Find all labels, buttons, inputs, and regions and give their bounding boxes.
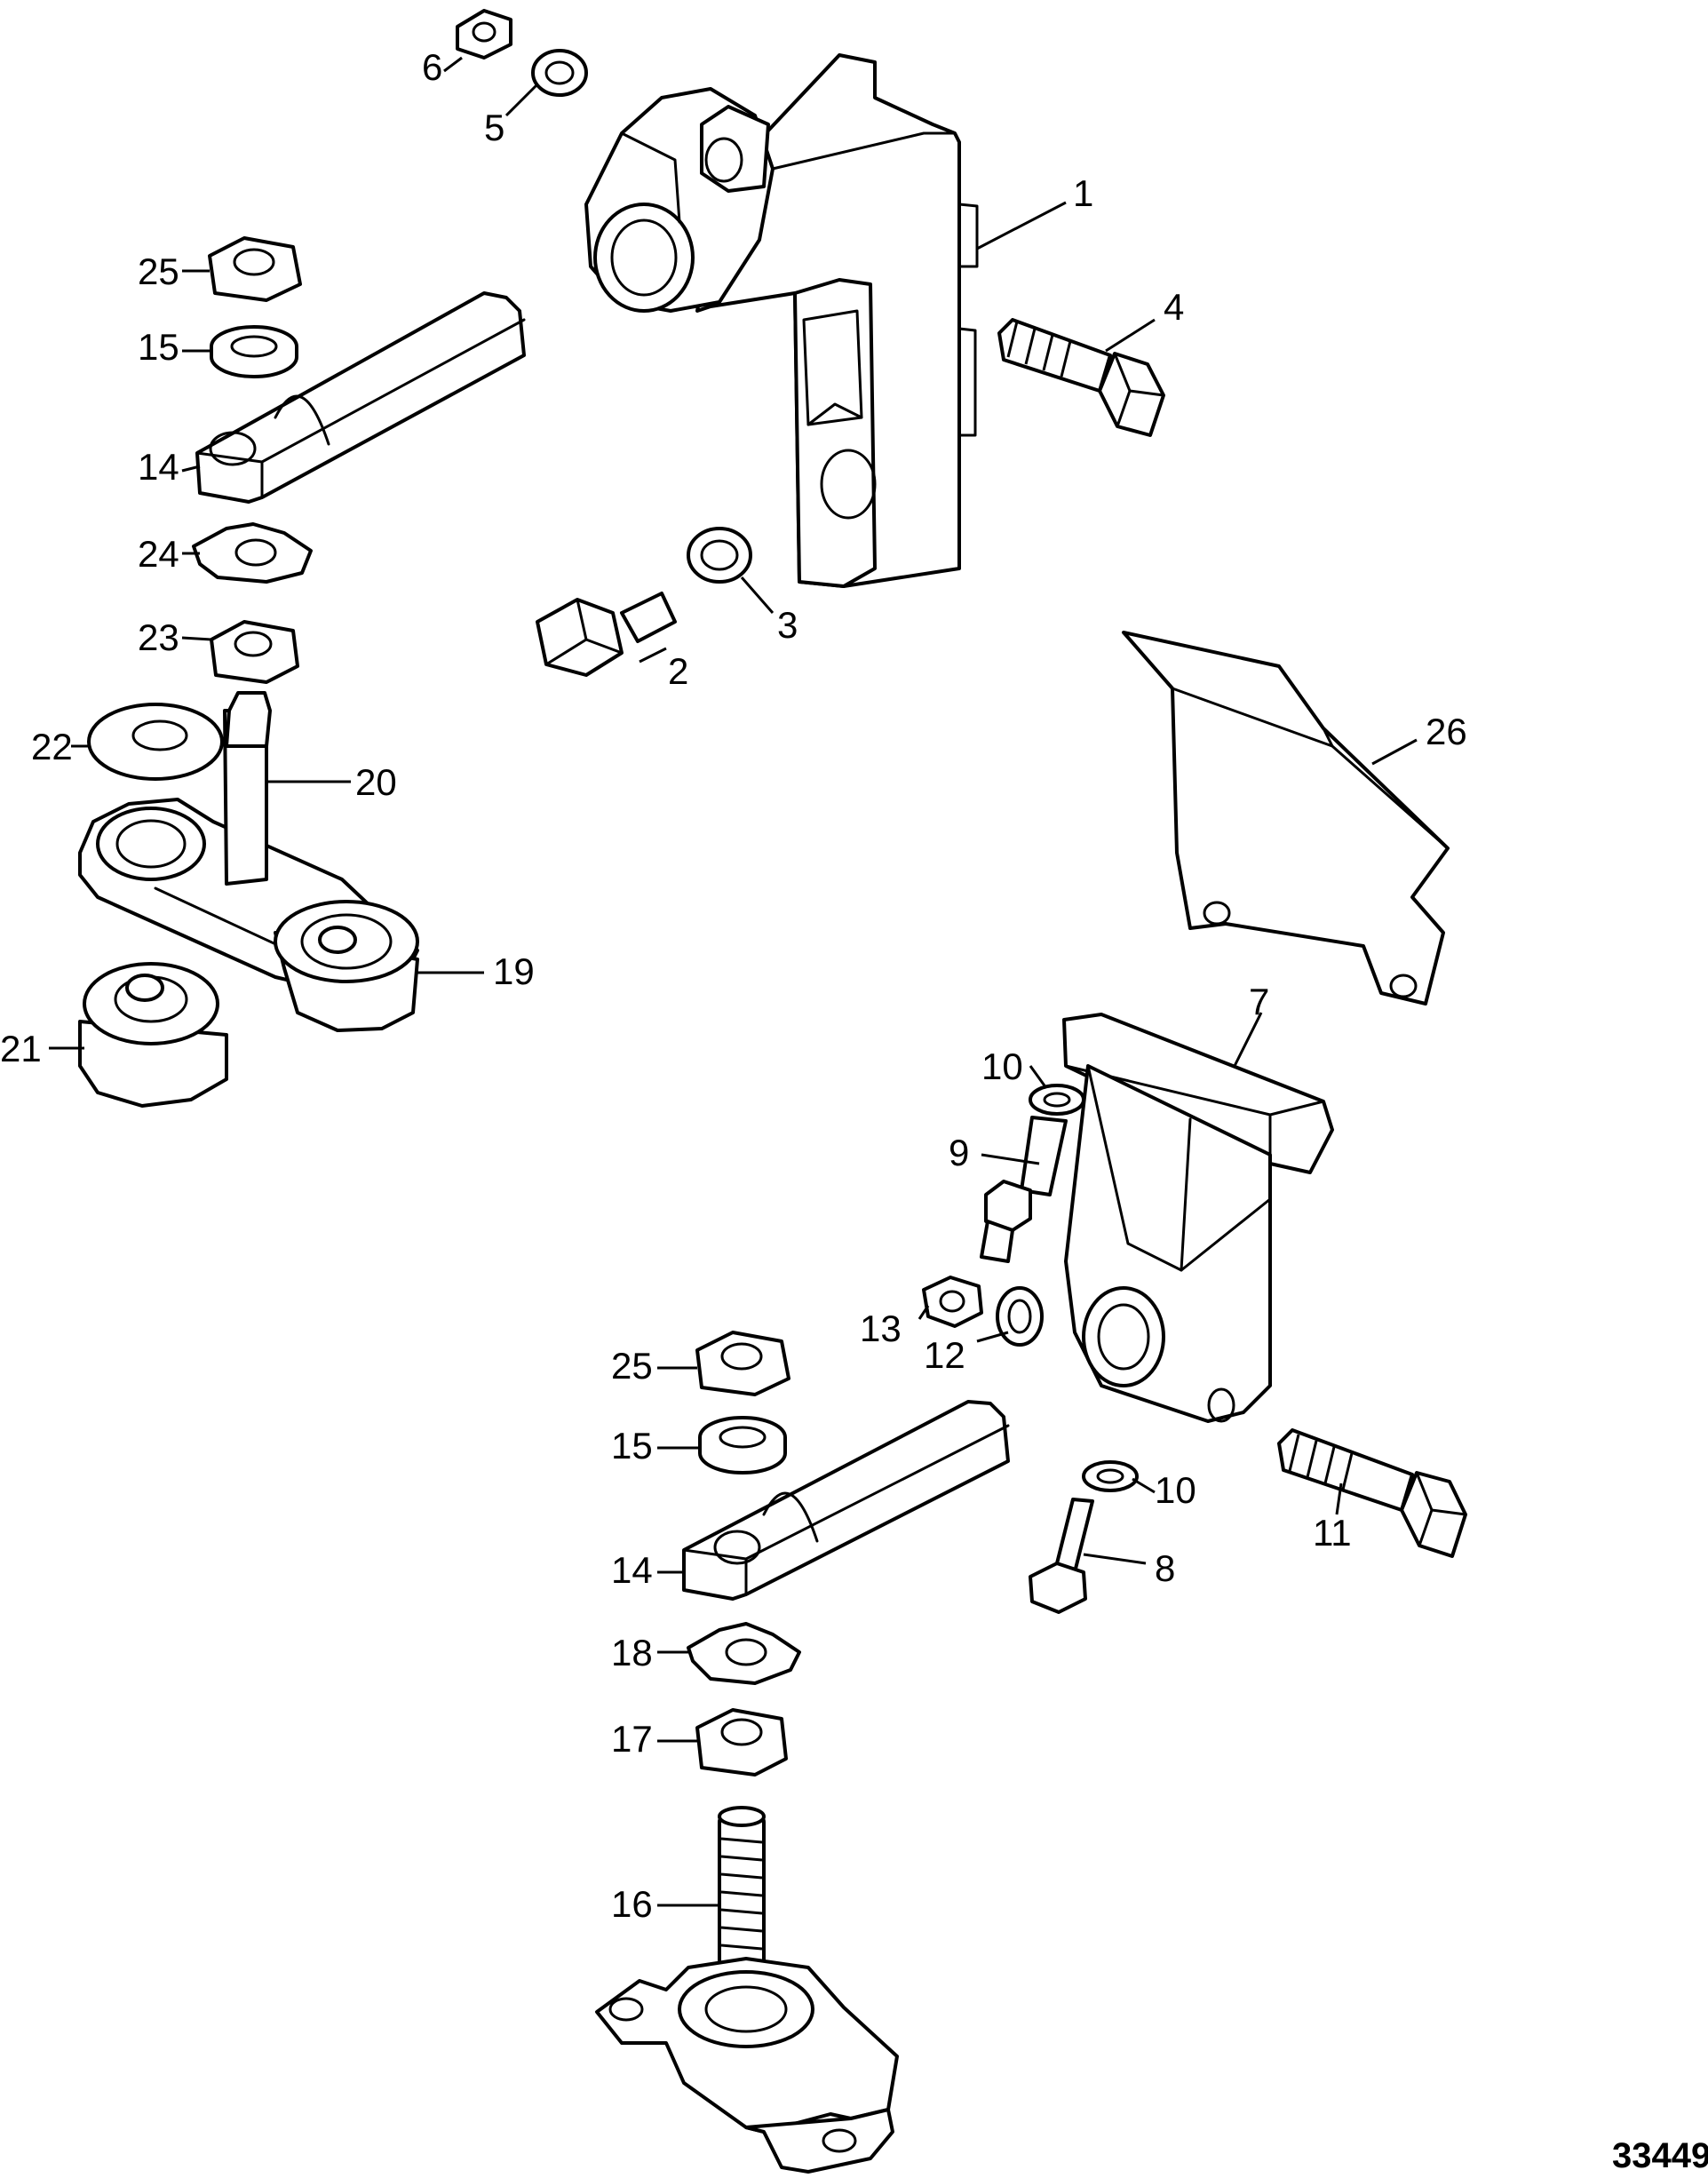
callout-25-upper: 25 — [138, 250, 179, 292]
callout-13: 13 — [860, 1308, 902, 1349]
part-21-bushing — [78, 962, 228, 1108]
part-20-pin — [223, 691, 272, 886]
part-3-lock-washer — [687, 527, 752, 584]
part-9-stud — [980, 1116, 1068, 1263]
part-12-lock-washer — [996, 1286, 1044, 1347]
callout-20: 20 — [355, 761, 397, 803]
callout-24: 24 — [138, 533, 179, 575]
callout-18: 18 — [611, 1632, 653, 1673]
part-24-tab-washer — [192, 522, 313, 584]
callout-5: 5 — [484, 107, 504, 148]
part-25-nut-lower — [695, 1331, 790, 1396]
callout-6: 6 — [422, 46, 442, 88]
part-25-nut-upper — [208, 236, 302, 302]
callout-26: 26 — [1426, 711, 1467, 752]
callout-8: 8 — [1155, 1547, 1175, 1589]
callout-17: 17 — [611, 1718, 653, 1760]
part-11-bolt — [1277, 1428, 1467, 1558]
part-13-nut — [922, 1276, 983, 1328]
part-15-washer-upper — [210, 325, 298, 378]
callout-7: 7 — [1249, 981, 1269, 1022]
callout-14-lower: 14 — [611, 1549, 653, 1591]
callout-2: 2 — [668, 650, 688, 692]
part-19-bushing — [78, 798, 419, 1032]
part-10-washer-lower — [1082, 1460, 1139, 1492]
callout-25-lower: 25 — [611, 1345, 653, 1387]
part-8-bolt — [1029, 1498, 1094, 1614]
callout-23: 23 — [138, 616, 179, 658]
callout-22: 22 — [31, 726, 73, 767]
part-4-bolt — [997, 318, 1165, 437]
callout-3: 3 — [777, 604, 798, 646]
callout-19: 19 — [493, 950, 535, 992]
callout-labels: 1 2 3 4 5 6 7 8 9 10 10 11 12 13 14 14 1… — [0, 46, 1708, 2175]
part-7-lower-bracket — [1062, 1013, 1334, 1423]
leader-lines — [49, 56, 1418, 1907]
part-26-shield-plate — [1122, 631, 1450, 1006]
part-23-nut — [210, 620, 299, 684]
callout-15-upper: 15 — [138, 326, 179, 368]
part-14-link-lower — [682, 1400, 1010, 1601]
callout-14-upper: 14 — [138, 446, 179, 488]
part-16-mount — [595, 1806, 899, 2174]
part-6-nut — [456, 9, 512, 60]
part-5-lock-washer — [531, 49, 588, 97]
callout-11: 11 — [1313, 1512, 1352, 1554]
callout-12: 12 — [924, 1334, 965, 1376]
callout-16: 16 — [611, 1883, 653, 1925]
part-18-tab-washer — [687, 1622, 801, 1685]
callout-10-upper: 10 — [981, 1045, 1023, 1087]
callout-10-lower: 10 — [1155, 1469, 1196, 1511]
callout-9: 9 — [949, 1132, 969, 1173]
part-2-bolt — [536, 592, 677, 677]
callout-15-lower: 15 — [611, 1425, 653, 1467]
callout-1: 1 — [1073, 172, 1093, 214]
figure-number: 33449 — [1612, 2136, 1708, 2175]
part-17-nut — [695, 1708, 788, 1777]
part-1-upper-bracket — [584, 53, 979, 588]
callout-4: 4 — [1164, 286, 1184, 328]
part-22-washer — [87, 703, 224, 781]
callout-21: 21 — [0, 1028, 42, 1069]
part-15-washer-lower — [698, 1416, 787, 1475]
part-14-link-upper — [195, 291, 526, 504]
part-10-washer-upper — [1029, 1084, 1085, 1116]
